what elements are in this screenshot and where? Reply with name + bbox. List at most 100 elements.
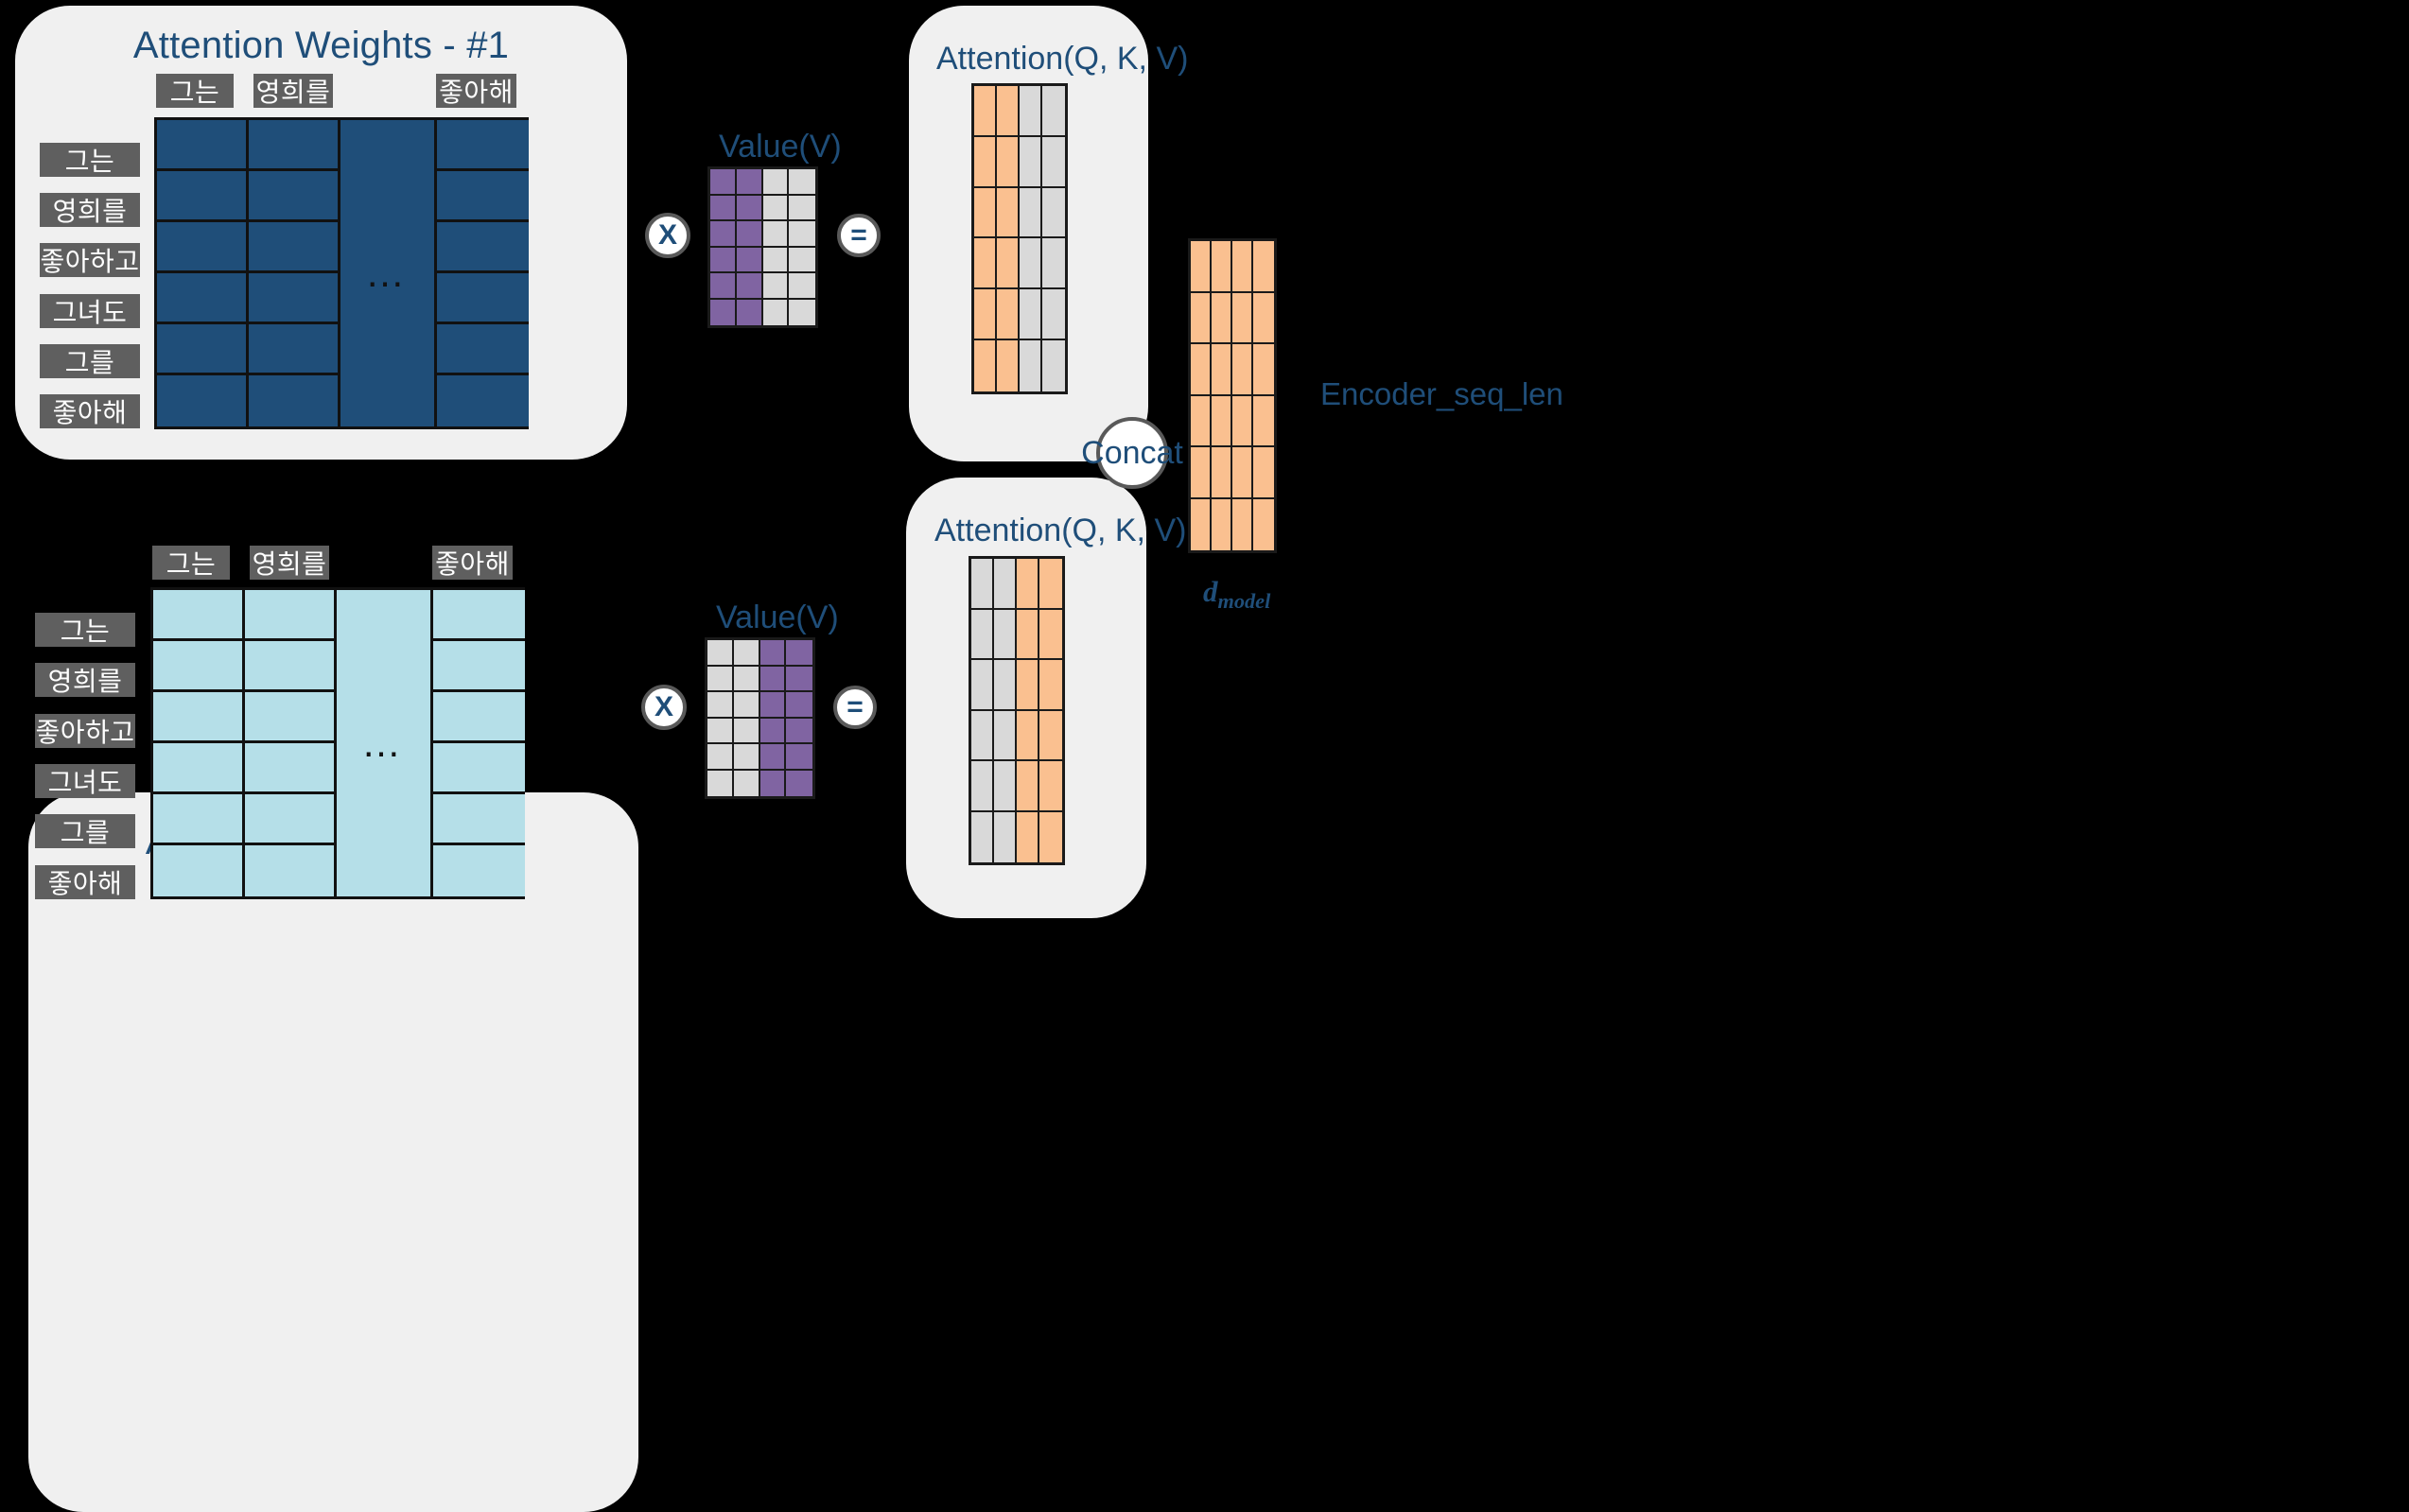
value-matrix-cell xyxy=(710,195,737,221)
value-matrix-cell xyxy=(762,299,790,325)
value-matrix-cell xyxy=(762,273,790,300)
value-matrix-cell xyxy=(762,195,790,221)
attention-output-cell xyxy=(971,660,994,711)
value-matrix-cell xyxy=(707,692,734,719)
attention-weight-cell xyxy=(249,120,340,171)
concat-output-cell xyxy=(1212,447,1232,499)
attention-output-cell xyxy=(1020,187,1042,239)
attention-output-label-1: Attention(Q, K, V) xyxy=(936,41,1189,77)
attention-weight-cell xyxy=(153,794,245,845)
value-matrix-cell xyxy=(736,169,763,196)
row-label-chip-1-1: 그는 xyxy=(40,143,140,177)
value-matrix-cell xyxy=(759,744,787,771)
attention-output-cell xyxy=(971,811,994,862)
attention-weight-cell xyxy=(245,845,337,896)
value-matrix-cell xyxy=(736,299,763,325)
value-matrix-cell xyxy=(733,640,760,667)
row-label-chip-1-5: 그를 xyxy=(40,344,140,378)
value-matrix-cell xyxy=(789,299,815,325)
value-matrix-1 xyxy=(707,166,818,328)
attention-weight-cell xyxy=(153,845,245,896)
value-label-2: Value(V) xyxy=(716,600,839,635)
attention-output-cell xyxy=(1039,761,1062,812)
attention-weights-ellipsis: … xyxy=(340,120,437,426)
value-matrix-cell xyxy=(733,666,760,692)
value-matrix-cell xyxy=(786,640,812,667)
attention-output-cell xyxy=(974,289,997,341)
attention-output-cell xyxy=(974,340,997,391)
attention-output-cell xyxy=(997,289,1020,341)
d-model-label: dmodel xyxy=(1203,575,1270,614)
attention-output-cell xyxy=(1020,289,1042,341)
attention-output-cell xyxy=(994,710,1017,761)
attention-output-cell xyxy=(1042,238,1065,290)
value-matrix-cell xyxy=(759,718,787,744)
concat-output-cell xyxy=(1191,292,1212,344)
attention-output-cell xyxy=(1017,710,1039,761)
concat-output-cell xyxy=(1232,395,1253,447)
multiply-operator-2: X xyxy=(641,685,687,730)
attention-output-cell xyxy=(1042,340,1065,391)
value-matrix-cell xyxy=(759,770,787,796)
concat-output-cell xyxy=(1212,241,1232,293)
value-matrix-cell xyxy=(733,770,760,796)
value-matrix-cell xyxy=(736,221,763,248)
attention-output-cell xyxy=(994,811,1017,862)
attention-output-cell xyxy=(1020,136,1042,188)
attention-weight-cell xyxy=(437,273,529,324)
value-matrix-cell xyxy=(789,195,815,221)
attention-output-cell xyxy=(1042,136,1065,188)
concat-output-cell xyxy=(1232,447,1253,499)
concat-output-cell xyxy=(1232,344,1253,396)
attention-output-cell xyxy=(974,187,997,239)
col-header-chip-1-2: 영희를 xyxy=(253,74,333,108)
concat-output-cell xyxy=(1212,344,1232,396)
attention-weight-cell xyxy=(437,120,529,171)
attention-weight-cell xyxy=(153,641,245,692)
value-matrix-cell xyxy=(786,666,812,692)
col-header-chip-2-1: 그는 xyxy=(152,546,230,580)
attention-output-cell xyxy=(997,187,1020,239)
attention-output-cell xyxy=(1017,811,1039,862)
attention-output-cell xyxy=(974,136,997,188)
attention-output-cell xyxy=(994,761,1017,812)
concat-output-cell xyxy=(1212,498,1232,550)
concat-output-cell xyxy=(1191,395,1212,447)
row-label-chip-1-4: 그녀도 xyxy=(40,294,140,328)
value-matrix-cell xyxy=(736,273,763,300)
attention-output-cell xyxy=(1039,710,1062,761)
concat-output-cell xyxy=(1253,395,1274,447)
value-matrix-2 xyxy=(705,637,815,799)
attention-weight-cell xyxy=(433,590,525,641)
attention-output-cell xyxy=(1039,559,1062,610)
attention-weight-cell xyxy=(153,590,245,641)
value-matrix-cell xyxy=(789,169,815,196)
attention-output-cell xyxy=(1020,238,1042,290)
value-matrix-cell xyxy=(733,744,760,771)
attention-weight-cell xyxy=(245,743,337,794)
attention-weight-cell xyxy=(157,273,249,324)
row-label-chip-2-3: 좋아하고 xyxy=(35,714,135,748)
attention-weight-cell xyxy=(437,222,529,273)
value-matrix-cell xyxy=(789,247,815,273)
attention-weight-cell xyxy=(433,692,525,743)
value-matrix-cell xyxy=(759,666,787,692)
attention-weights-grid-2: … xyxy=(150,587,525,899)
attention-output-cell xyxy=(997,238,1020,290)
value-matrix-cell xyxy=(710,273,737,300)
attention-output-matrix-1 xyxy=(971,83,1068,394)
attention-weight-cell xyxy=(245,590,337,641)
attention-weight-cell xyxy=(245,641,337,692)
attention-weight-cell xyxy=(437,375,529,426)
d-model-sub: model xyxy=(1217,589,1271,614)
concat-operator: Concat xyxy=(1081,417,1183,489)
value-matrix-cell xyxy=(736,195,763,221)
value-matrix-cell xyxy=(759,692,787,719)
col-header-chip-2-3: 좋아해 xyxy=(432,546,513,580)
d-model-base: d xyxy=(1203,575,1218,608)
multiply-operator-1: X xyxy=(645,213,690,258)
attention-output-cell xyxy=(997,340,1020,391)
attention-output-cell xyxy=(1039,811,1062,862)
value-matrix-cell xyxy=(762,169,790,196)
